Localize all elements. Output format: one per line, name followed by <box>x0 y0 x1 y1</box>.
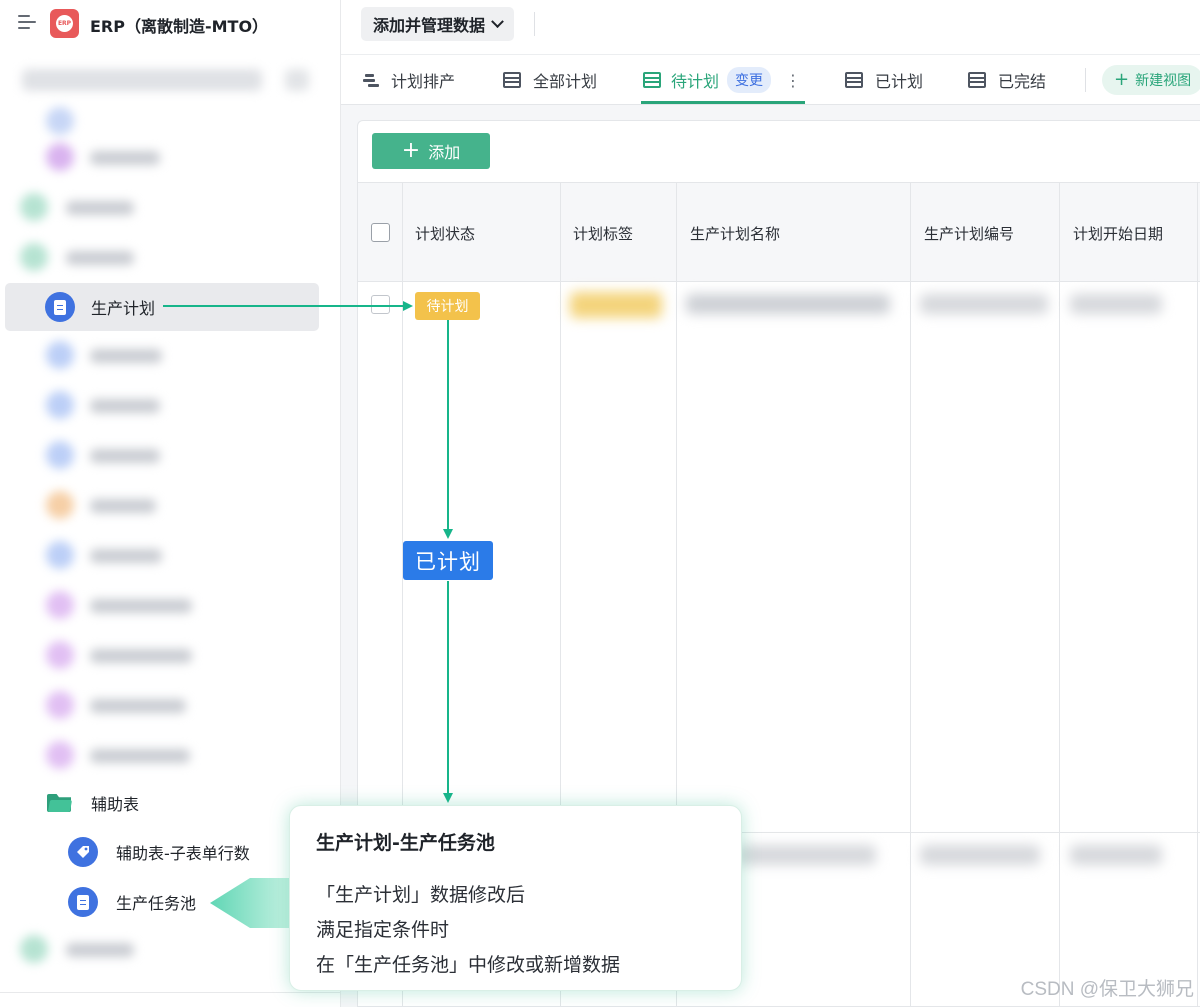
manage-data-label: 添加并管理数据 <box>373 16 486 35</box>
sidebar-item-task-pool[interactable]: 生产任务池 <box>68 887 196 917</box>
tab-completed[interactable]: 已完结 <box>968 56 1046 104</box>
tab-label: 全部计划 <box>533 72 598 91</box>
menu-toggle-icon[interactable] <box>18 15 36 31</box>
callout-title: 生产计划-生产任务池 <box>316 832 495 854</box>
view-tabs: 计划排产 全部计划 待计划 变更 ⋮ 已计划 已完结 + 新建视图 <box>341 56 1200 105</box>
gantt-icon <box>363 73 379 87</box>
tab-planned[interactable]: 已计划 <box>845 56 923 104</box>
new-view-button[interactable]: + 新建视图 <box>1102 65 1200 95</box>
plus-icon: + <box>1114 69 1130 90</box>
folder-icon <box>47 794 73 812</box>
sidebar-divider <box>0 992 341 993</box>
sidebar-header: ERP ERP（离散制造-MTO） <box>0 0 340 48</box>
column-divider <box>910 182 911 1007</box>
tab-schedule[interactable]: 计划排产 <box>363 56 455 104</box>
app-logo: ERP <box>50 9 79 38</box>
top-bar: 添加并管理数据 <box>341 0 1200 55</box>
tab-label: 待计划 <box>671 72 720 91</box>
column-divider <box>1059 182 1060 1007</box>
divider <box>534 12 535 36</box>
obscured-cell <box>920 845 1040 865</box>
sidebar: ERP ERP（离散制造-MTO） <box>0 0 341 1007</box>
column-divider <box>402 182 403 1007</box>
automation-callout: 生产计划-生产任务池 「生产计划」数据修改后 满足指定条件时 在「生产任务池」中… <box>289 805 742 991</box>
table-icon <box>643 72 661 88</box>
divider <box>1085 68 1086 92</box>
column-header-plan-number[interactable]: 生产计划编号 <box>924 225 1015 243</box>
tab-label: 已完结 <box>998 72 1047 91</box>
document-icon <box>45 292 75 322</box>
column-header-start-date[interactable]: 计划开始日期 <box>1073 225 1164 243</box>
obscured-cell <box>1070 294 1162 314</box>
watermark: CSDN @保卫大狮兄 <box>1020 979 1194 1000</box>
row-checkbox[interactable] <box>371 295 390 314</box>
column-divider <box>676 182 677 1007</box>
table-icon <box>968 72 986 88</box>
status-badge: 待计划 <box>415 292 480 320</box>
obscured-cell <box>686 294 890 314</box>
sidebar-folder-auxiliary[interactable]: 辅助表 <box>47 790 139 816</box>
change-badge[interactable]: 变更 <box>727 67 772 93</box>
column-divider <box>560 182 561 1007</box>
obscured-cell <box>1070 845 1162 865</box>
tab-label: 已计划 <box>875 72 924 91</box>
active-tab-indicator <box>641 101 805 104</box>
more-options-icon[interactable]: ⋮ <box>785 70 802 90</box>
sidebar-item-subtable-rows[interactable]: 辅助表-子表单行数 <box>68 837 250 867</box>
new-view-label: 新建视图 <box>1135 73 1192 89</box>
plus-icon: + <box>401 138 421 163</box>
obscured-cell <box>738 845 876 865</box>
select-all-checkbox[interactable] <box>371 223 390 242</box>
sidebar-item-label: 生产任务池 <box>116 894 197 913</box>
callout-line: 「生产计划」数据修改后 <box>316 884 526 906</box>
callout-line: 满足指定条件时 <box>316 919 450 941</box>
obscured-cell <box>920 294 1048 314</box>
tab-label: 计划排产 <box>391 72 456 91</box>
sidebar-item-label: 辅助表-子表单行数 <box>116 844 250 863</box>
sidebar-item-production-plan[interactable]: 生产计划 <box>5 283 319 331</box>
tab-pending[interactable]: 待计划 变更 ⋮ <box>643 56 801 104</box>
sidebar-folder-label: 辅助表 <box>91 795 140 814</box>
tab-all-plans[interactable]: 全部计划 <box>503 56 597 104</box>
column-header-status[interactable]: 计划状态 <box>415 225 476 243</box>
planned-status-label: 已计划 <box>403 541 493 580</box>
column-divider <box>1197 182 1198 1007</box>
table-icon <box>845 72 863 88</box>
manage-data-button[interactable]: 添加并管理数据 <box>361 7 515 41</box>
document-icon <box>68 887 98 917</box>
table-icon <box>503 72 521 88</box>
callout-line: 在「生产任务池」中修改或新增数据 <box>316 954 621 976</box>
add-button[interactable]: + 添加 <box>372 133 490 169</box>
column-header-tag[interactable]: 计划标签 <box>573 225 634 243</box>
tag-icon <box>68 837 98 867</box>
column-header-plan-name[interactable]: 生产计划名称 <box>690 225 781 243</box>
add-button-label: 添加 <box>428 143 461 162</box>
app-title: ERP（离散制造-MTO） <box>90 17 269 36</box>
app-logo-text: ERP <box>56 15 73 32</box>
chevron-down-icon <box>491 14 504 28</box>
sidebar-item-label: 生产计划 <box>91 299 156 318</box>
obscured-cell <box>570 292 662 318</box>
row-divider <box>358 832 1200 833</box>
